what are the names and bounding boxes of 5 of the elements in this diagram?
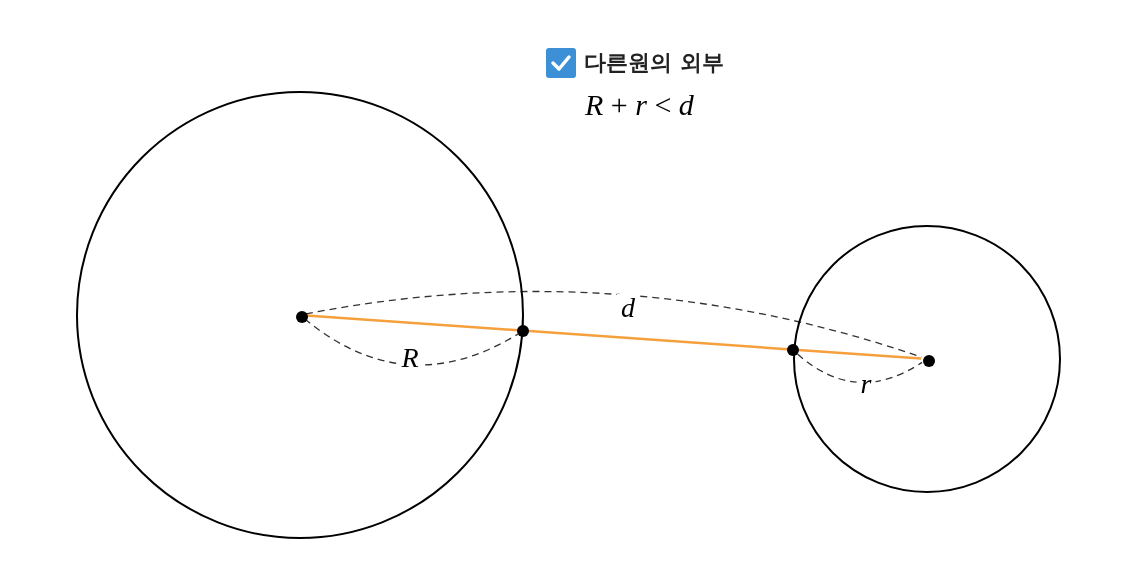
dashed-arc: [305, 291, 922, 358]
formula: R + r < d: [585, 90, 694, 120]
segment-line: [305, 314, 922, 360]
checkbox-label: 다른원의 외부: [584, 49, 724, 77]
dashed-arc: [796, 353, 923, 383]
